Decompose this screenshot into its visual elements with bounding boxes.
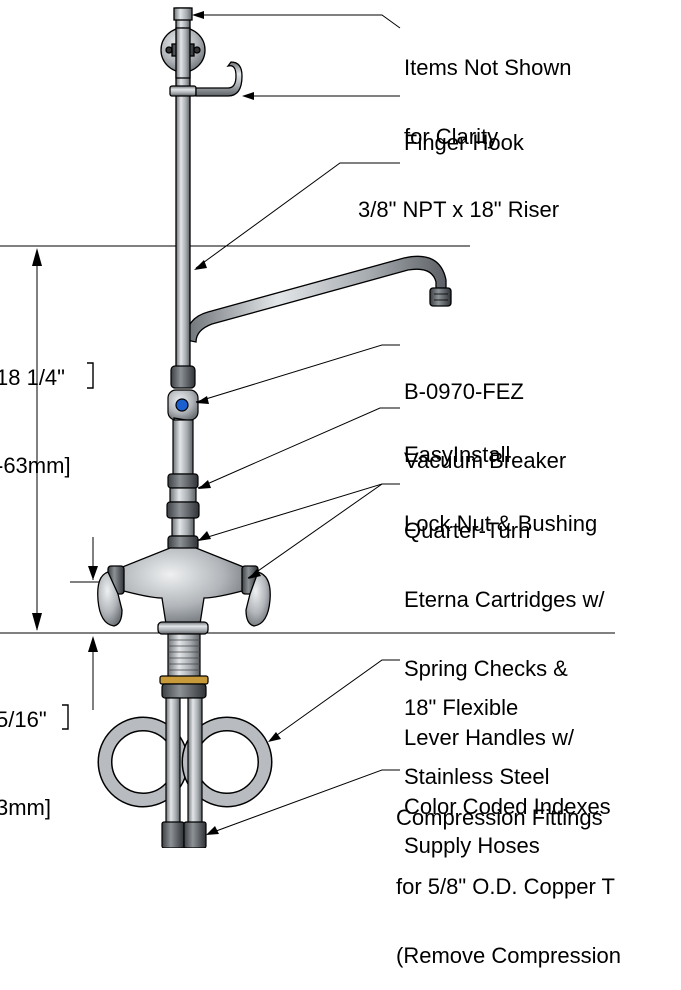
leader-arrows [192,11,281,835]
callout-line: Color Coded Indexes [404,794,611,819]
callout-line: Quarter-Turn [404,518,531,543]
blue-indicator-icon [175,398,189,412]
callout-line: B-0970-FEZ [404,379,524,404]
dimension-inches: 18 1/4" [0,365,65,390]
dimension-height-below: 5/16" 3mm] [0,662,51,842]
lock-nut-bushing [166,473,200,551]
callout-items-not-shown: Items Not Shown for Clarity [404,10,572,171]
callout-line: EasyInstall [404,442,511,467]
callout-line: 3/8" NPT x 18" Riser [358,197,560,222]
callout-line: Spring Checks & [404,656,568,681]
dimension-arrows [32,248,98,652]
vacuum-breaker [167,365,199,475]
leader-lines [195,14,401,835]
dimension-mm: 3mm] [0,795,51,820]
callout-line: 18" Flexible [404,695,519,720]
callout-line: (Remove Compression [396,943,621,968]
arrow-up-icon [32,248,42,266]
supply-hoses [97,633,273,848]
faucet-body [97,547,271,635]
left-lever-handle [97,571,123,627]
callout-finger-hook: Finger Hook [404,85,524,177]
callout-cartridges: Quarter-Turn Eterna Cartridges w/ Spring… [404,473,611,841]
swing-spout [185,255,452,343]
right-lever-handle [245,571,271,627]
wall-bracket [160,27,206,79]
callout-line: Eterna Cartridges w/ [404,587,605,612]
callout-line: for Clarity [404,124,499,149]
callout-line: Compression Fittings [396,805,603,830]
arrow-down-icon [88,566,98,580]
callout-line: Finger Hook [404,130,524,155]
callout-line: Lever Handles w/ [404,725,574,750]
callout-line: Vacuum Breaker [404,448,567,473]
arrow-up-icon [88,636,98,652]
callout-line: Stainless Steel [404,764,550,789]
callout-line: Items Not Shown [404,55,572,80]
dimension-inches: 5/16" [0,707,47,732]
callout-line: Lock Nut & Bushing [404,511,598,536]
callout-riser: 3/8" NPT x 18" Riser [358,152,559,244]
faucet-assembly-diagram [0,7,615,848]
callout-fittings: Compression Fittings for 5/8" O.D. Coppe… [396,760,681,990]
callout-lock-nut: EasyInstall Lock Nut & Bushing [404,397,597,558]
arrow-down-icon [32,613,42,631]
dimension-height-above: 18 1/4" -63mm] [0,320,71,500]
callout-vacuum-breaker: B-0970-FEZ Vacuum Breaker [404,334,566,495]
dimension-mm: -63mm] [0,453,71,478]
callout-line: for 5/8" O.D. Copper T [396,874,615,899]
finger-hook [169,61,243,97]
mm-brackets [62,362,94,730]
